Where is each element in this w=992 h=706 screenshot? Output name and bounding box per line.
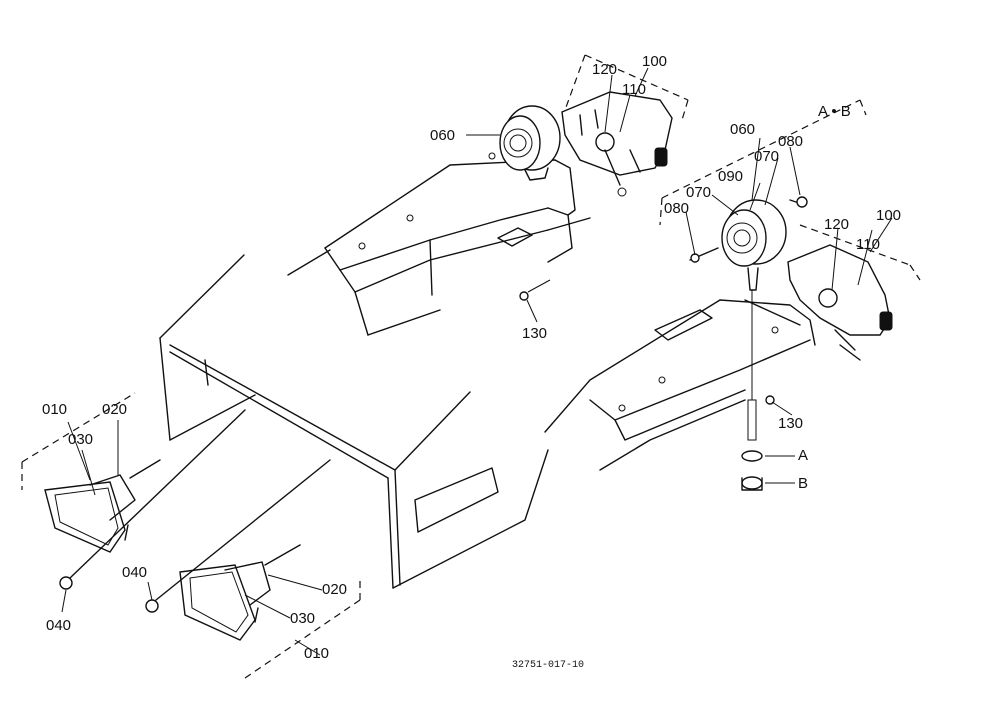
- label-ab-ref: A • B: [818, 103, 851, 120]
- label-080-right: 080: [778, 133, 804, 150]
- label-080-left: 080: [664, 200, 690, 217]
- label-070-upper: 070: [754, 148, 780, 165]
- label-ref-a: A: [798, 447, 809, 464]
- label-120-top: 120: [592, 61, 618, 78]
- label-060-right: 060: [730, 121, 756, 138]
- label-030-lower: 030: [290, 610, 316, 627]
- bolt-040-center: [145, 459, 331, 613]
- label-130-center: 130: [522, 325, 548, 342]
- label-010-left: 010: [42, 401, 68, 418]
- headlight-left-assembly: [499, 91, 673, 197]
- bolt-130-center: [519, 279, 551, 301]
- label-ref-b: B: [798, 475, 809, 492]
- label-020-lower: 020: [322, 581, 348, 598]
- label-100-right: 100: [876, 207, 902, 224]
- group-bracket-top: [564, 54, 689, 121]
- tractor-hood-outline: [159, 152, 816, 589]
- label-030-left: 030: [68, 431, 94, 448]
- label-070-lower: 070: [686, 184, 712, 201]
- label-060-left: 060: [430, 127, 456, 144]
- label-090: 090: [718, 168, 744, 185]
- group-bracket-left: [21, 392, 136, 490]
- label-110-top: 110: [622, 81, 646, 98]
- label-110-right: 110: [856, 236, 880, 253]
- label-130-right: 130: [778, 415, 804, 432]
- label-020-left: 020: [102, 401, 128, 418]
- label-040-center: 040: [122, 564, 148, 581]
- bolt-040-left: [59, 409, 246, 590]
- turn-lamp-lower: [179, 544, 301, 641]
- leader-lines: [61, 67, 893, 656]
- label-010-lower: 010: [304, 645, 330, 662]
- group-bracket-right: [659, 99, 921, 281]
- label-040-left: 040: [46, 617, 72, 634]
- turn-lamp-upper: [44, 459, 161, 553]
- group-bracket-lower: [244, 580, 361, 679]
- label-120-right: 120: [824, 216, 850, 233]
- drawing-code: 32751-017-10: [512, 660, 585, 671]
- bolt-080-left: [690, 253, 700, 263]
- bolt-080-right: [796, 196, 808, 208]
- headlight-right-assembly: [689, 199, 893, 491]
- label-100-top: 100: [642, 53, 668, 70]
